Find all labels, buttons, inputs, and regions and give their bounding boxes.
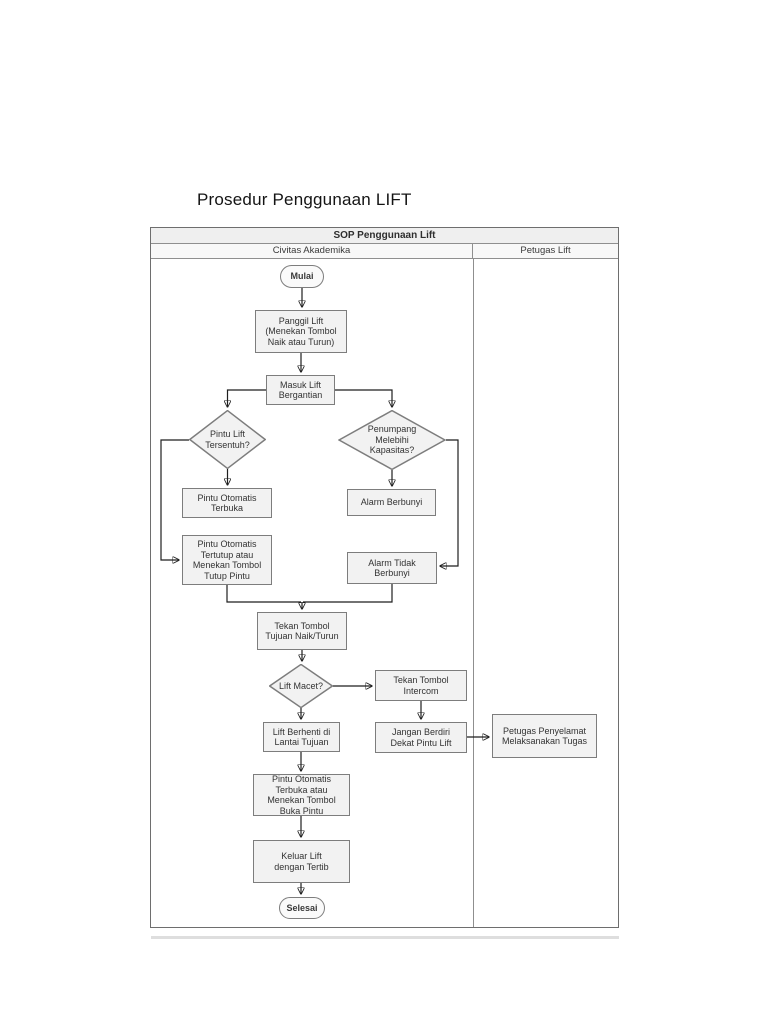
node-pintu-otomatis-terbuka-akhir: Pintu Otomatis Terbuka atau Menekan Tomb… xyxy=(253,774,350,816)
node-masuk-lift: Masuk Lift Bergantian xyxy=(266,375,335,405)
table-shadow xyxy=(151,936,619,939)
lane-header-petugas-lift: Petugas Lift xyxy=(520,245,571,256)
decision-label: Lift Macet? xyxy=(278,680,324,691)
lane-header-row: Civitas Akademika Petugas Lift xyxy=(151,244,618,259)
decision-label: Pintu Lift Tersentuh? xyxy=(205,429,250,450)
table-header: SOP Penggunaan Lift xyxy=(151,228,618,244)
node-decision-penumpang-melebihi: Penumpang Melebihi Kapasitas? xyxy=(338,410,446,470)
node-jangan-berdiri: Jangan Berdiri Dekat Pintu Lift xyxy=(375,722,467,753)
node-start-mulai: Mulai xyxy=(280,265,324,288)
node-panggil-lift: Panggil Lift (Menekan Tombol Naik atau T… xyxy=(255,310,347,353)
lane-header-civitas-akademika: Civitas Akademika xyxy=(151,244,473,258)
node-decision-pintu-tersentuh: Pintu Lift Tersentuh? xyxy=(189,410,266,469)
node-keluar-lift: Keluar Lift dengan Tertib xyxy=(253,840,350,883)
node-tekan-tombol-tujuan: Tekan Tombol Tujuan Naik/Turun xyxy=(257,612,347,650)
lane-divider xyxy=(473,259,474,927)
diamond-shape xyxy=(189,410,266,469)
node-alarm-tidak-berbunyi: Alarm Tidak Berbunyi xyxy=(347,552,437,584)
diamond-shape xyxy=(338,410,446,470)
node-decision-lift-macet: Lift Macet? xyxy=(269,664,333,708)
node-petugas-penyelamat: Petugas Penyelamat Melaksanakan Tugas xyxy=(492,714,597,758)
page-title: Prosedur Penggunaan LIFT xyxy=(197,190,412,209)
node-tekan-tombol-intercom: Tekan Tombol Intercom xyxy=(375,670,467,701)
diamond-shape xyxy=(269,664,333,708)
node-pintu-otomatis-terbuka: Pintu Otomatis Terbuka xyxy=(182,488,272,518)
node-lift-berhenti: Lift Berhenti di Lantai Tujuan xyxy=(263,722,340,752)
node-alarm-berbunyi: Alarm Berbunyi xyxy=(347,489,436,516)
node-pintu-otomatis-tertutup: Pintu Otomatis Tertutup atau Menekan Tom… xyxy=(182,535,272,585)
decision-label: Penumpang Melebihi Kapasitas? xyxy=(367,424,417,456)
node-end-selesai: Selesai xyxy=(279,897,325,919)
